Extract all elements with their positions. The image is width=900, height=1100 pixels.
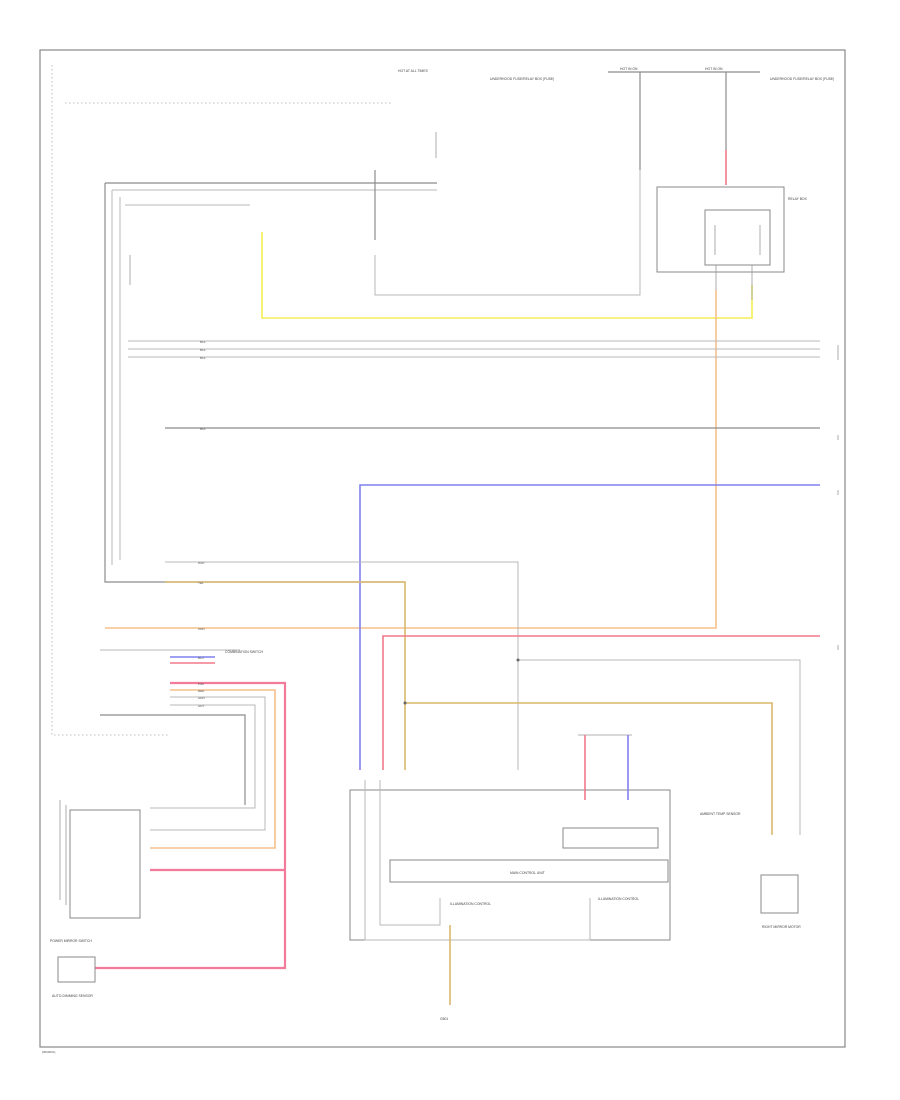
junction-2 — [403, 701, 407, 705]
gray-loop-3 — [100, 714, 246, 805]
diagram-frame — [39, 49, 846, 1048]
mirror-switch-label: POWER MIRROR SWITCH — [50, 939, 92, 943]
gray-wire-thin — [165, 561, 519, 770]
relay-box — [656, 186, 785, 273]
control-unit-label: MAIN CONTROL UNIT — [510, 871, 545, 875]
pink-loop — [95, 681, 287, 970]
wire-code-w11: GRN — [198, 696, 205, 700]
illum-right-path — [364, 780, 591, 941]
thin-right-wire — [518, 659, 801, 835]
wire-code-w8: BLU — [198, 656, 204, 660]
left-dotted-bus — [51, 65, 170, 736]
fuse-wire-left-down — [374, 170, 641, 296]
junction-1 — [516, 658, 520, 662]
gray-loop-2 — [150, 704, 256, 809]
red-wire — [382, 635, 820, 770]
orange-wire-relay — [105, 290, 717, 629]
gold-wire — [165, 581, 406, 770]
sub-module — [562, 827, 659, 849]
wire-code-w12: GRY — [198, 704, 204, 708]
illum-right-label: ILLUMINATION CONTROL — [598, 897, 639, 901]
control-unit-bar — [389, 859, 669, 883]
blue-wire — [359, 484, 820, 770]
wire-code-w4: BLK — [200, 427, 206, 431]
hot-run-right-label: HOT IN ON — [705, 67, 723, 71]
wire-code-w7: ORN — [198, 627, 205, 631]
right-mirror-box — [760, 874, 799, 914]
relay-leads — [715, 265, 753, 300]
gold-branch — [405, 702, 773, 835]
gray-loop-1 — [150, 696, 266, 831]
wire-code-w2: BLK — [200, 348, 206, 352]
auto-dim-sensor-label: AUTO-DIMMING SENSOR — [52, 994, 93, 998]
yellow-loop — [261, 232, 753, 319]
auto-dim-sensor-box — [57, 956, 96, 983]
hot-all-times-label: HOT AT ALL TIMES — [398, 69, 429, 73]
figure-id: [0000001] — [42, 1050, 56, 1054]
right-motor-label: RIGHT MIRROR MOTOR — [762, 925, 801, 929]
wire-code-w1: BLK — [200, 340, 206, 344]
hot-run-left-label: HOT IN ON — [620, 67, 638, 71]
wire-code-w10: RED — [198, 689, 205, 693]
orange-loop — [150, 689, 276, 849]
wire-code-w6: YEL — [198, 581, 204, 585]
wire-code-w3: BLK — [200, 356, 206, 360]
wire-code-w5: WHT — [198, 561, 205, 565]
left-connector-label: COMBINATION SWITCH — [225, 650, 264, 654]
mirror-switch-leads — [59, 800, 67, 905]
relay-inner — [704, 209, 771, 266]
wire-code-w9: PNK — [198, 682, 204, 686]
ground-label: G501 — [440, 1017, 448, 1021]
underhood-fuse-right-label: UNDERHOOD FUSE/RELAY BOX (FUSE) — [770, 77, 834, 81]
ambient-sensor-label: AMBIENT TEMP SENSOR — [700, 812, 741, 816]
mirror-switch-box — [69, 809, 141, 919]
underhood-fuse-top-label: UNDERHOOD FUSE/RELAY BOX (FUSE) — [490, 77, 554, 81]
relay-box-label: RELAY BOX — [788, 197, 808, 201]
illum-left-label: ILLUMINATION CONTROL — [450, 902, 491, 906]
relay-coil — [714, 225, 761, 255]
illum-left-path — [379, 780, 441, 926]
